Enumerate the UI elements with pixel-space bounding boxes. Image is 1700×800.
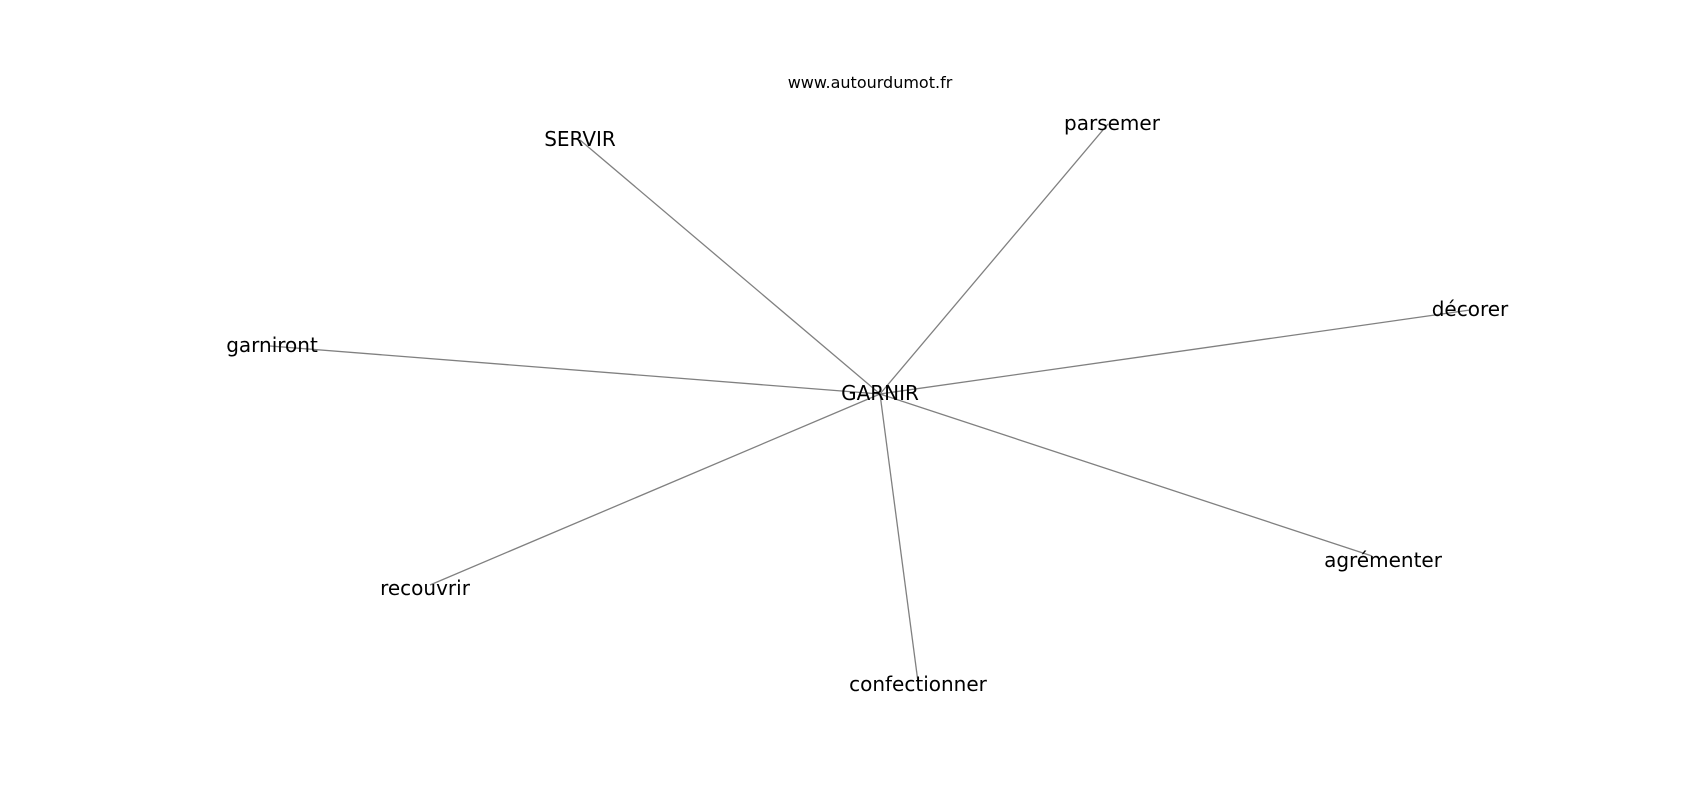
edge-agrementer: [879, 393, 1373, 557]
edge-decorer: [879, 309, 1471, 395]
node-parsemer[interactable]: parsemer: [1064, 111, 1161, 135]
node-decorer[interactable]: décorer: [1432, 297, 1509, 321]
node-center[interactable]: GARNIR: [841, 381, 919, 405]
node-confectionner[interactable]: confectionner: [849, 672, 988, 696]
watermark: www.autourdumot.fr: [788, 73, 953, 92]
node-servir[interactable]: SERVIR: [544, 127, 616, 151]
edge-garniront: [269, 345, 881, 395]
edge-servir: [579, 139, 881, 395]
node-garniront[interactable]: garniront: [226, 333, 318, 357]
edge-recouvrir: [429, 393, 881, 586]
edges: [269, 123, 1471, 683]
edge-confectionner: [879, 393, 919, 683]
nodes: GARNIR SERVIR parsemer décorer garniront…: [226, 111, 1509, 696]
node-agrementer[interactable]: agrémenter: [1324, 548, 1443, 572]
node-recouvrir[interactable]: recouvrir: [380, 576, 471, 600]
edge-parsemer: [879, 123, 1109, 395]
